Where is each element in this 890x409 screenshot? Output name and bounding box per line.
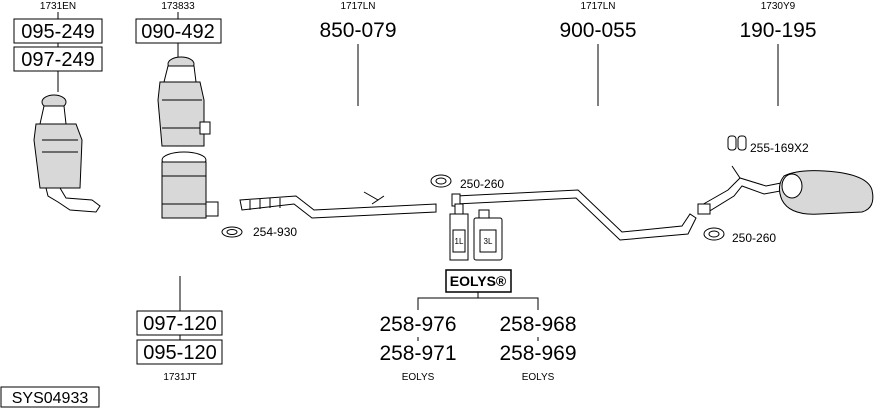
eolys-right-label: EOLYS	[522, 372, 555, 383]
cat2-part-1[interactable]: 090-492	[141, 21, 214, 43]
eolys-bottle-large-label: 3L	[484, 237, 493, 246]
eolys-right-part-2[interactable]: 258-969	[499, 342, 576, 365]
cat1-part-1[interactable]: 095-249	[21, 21, 94, 43]
dpf-part-2[interactable]: 095-120	[143, 342, 216, 364]
clamp-mid-part[interactable]: 250-260	[460, 177, 504, 191]
eolys-bottle-large-icon: 3L	[473, 209, 503, 261]
hanger-part[interactable]: 255-169X2	[750, 141, 809, 155]
eolys-right-part-1[interactable]: 258-968	[499, 313, 576, 336]
clamp-rear-part[interactable]: 250-260	[732, 231, 776, 245]
hanger-icon	[727, 135, 747, 151]
pipe-mid-code: 1717LN	[580, 1, 615, 12]
eolys-logo: EOLYS®	[450, 273, 507, 289]
dpf-part-1[interactable]: 097-120	[143, 313, 216, 335]
eolys-left-part-2[interactable]: 258-971	[379, 342, 456, 365]
clamp-rear-icon	[703, 227, 725, 241]
cat1-part-box-2[interactable]	[13, 46, 103, 72]
cat1-code: 1731EN	[40, 1, 76, 12]
system-id-box	[0, 386, 100, 408]
pipe-front-part[interactable]: 850-079	[319, 19, 396, 42]
catalytic-converter-2-icon	[157, 56, 219, 219]
clamp-mid-icon	[430, 174, 452, 188]
cat2-part-box-1[interactable]	[135, 18, 222, 44]
clamp-front-icon	[221, 226, 243, 238]
eolys-bottle-small-label: 1L	[455, 237, 464, 246]
clamp-front-part[interactable]: 254-930	[253, 225, 297, 239]
eolys-left-part-1[interactable]: 258-976	[379, 313, 456, 336]
cat1-part-2[interactable]: 097-249	[21, 49, 94, 71]
silencer-code: 1730Y9	[761, 1, 796, 12]
mid-pipe-icon	[451, 189, 697, 241]
cat2-code: 173833	[161, 1, 195, 12]
eolys-left-label: EOLYS	[402, 372, 435, 383]
rear-silencer-icon	[697, 165, 874, 215]
dpf-code: 1731JT	[163, 372, 196, 383]
pipe-front-code: 1717LN	[340, 1, 375, 12]
pipe-mid-part[interactable]: 900-055	[559, 19, 636, 42]
eolys-bottle-small-icon: 1L	[449, 203, 469, 261]
dpf-part-box-2[interactable]	[136, 339, 223, 365]
silencer-part[interactable]: 190-195	[739, 19, 816, 42]
dpf-part-box-1[interactable]	[136, 310, 223, 336]
system-id: SYS04933	[12, 390, 89, 407]
catalytic-converter-1-icon	[33, 94, 101, 213]
front-pipe-icon	[239, 191, 437, 219]
